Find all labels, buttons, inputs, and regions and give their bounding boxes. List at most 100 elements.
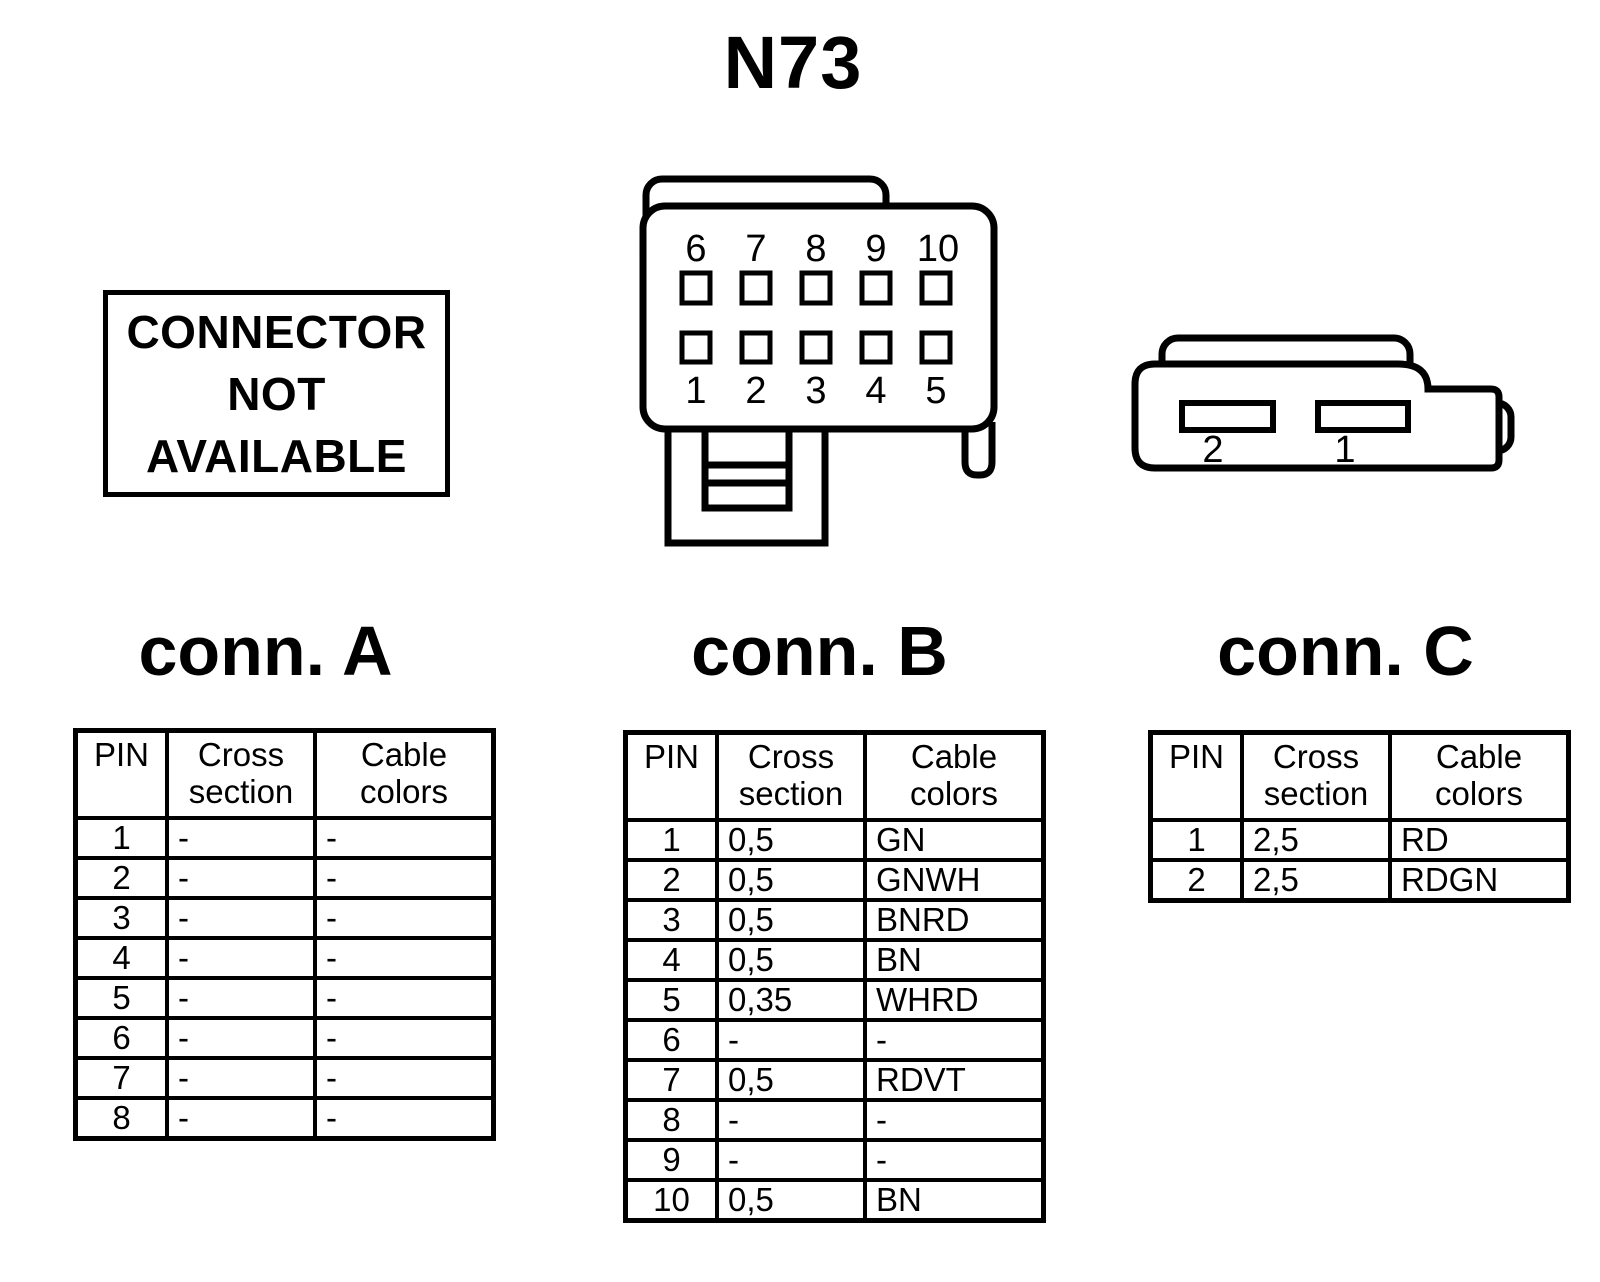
cross-section-cell: - (165, 936, 317, 980)
cross-section-cell: 0,5 (715, 898, 867, 942)
cable-color-cell: - (863, 1138, 1046, 1182)
connector-b-foot (961, 422, 996, 479)
conn-a-title: conn. A (138, 612, 393, 690)
cable-color-cell: - (313, 816, 496, 860)
pin-number: 10 (917, 228, 959, 270)
cable-color-cell: - (863, 1098, 1046, 1142)
table-row: 1-- (73, 816, 496, 860)
cross-section-cell: 0,5 (715, 1178, 867, 1223)
na-line-2: NOT (227, 367, 326, 420)
pin-cell: 6 (73, 1016, 169, 1060)
column-header: Cross section (1240, 730, 1392, 822)
cable-color-cell: - (313, 976, 496, 1020)
cable-color-cell: GNWH (863, 858, 1046, 902)
pin-number: 1 (685, 370, 706, 412)
conn-c-title: conn. C (1217, 612, 1474, 690)
table-row: 8-- (73, 1096, 496, 1141)
table-row: 6-- (623, 1018, 1046, 1062)
cable-color-cell: - (313, 1056, 496, 1100)
pin-cell: 4 (73, 936, 169, 980)
pin-number: 7 (745, 228, 766, 270)
cable-color-cell: BN (863, 1178, 1046, 1223)
pin-cell: 5 (73, 976, 169, 1020)
column-header: Cross section (165, 728, 317, 820)
pin-cell: 8 (73, 1096, 169, 1141)
pin-cell: 3 (623, 898, 719, 942)
cross-section-cell: - (165, 1056, 317, 1100)
column-header: PIN (623, 730, 719, 822)
column-header: Cross section (715, 730, 867, 822)
pin-cell: 7 (623, 1058, 719, 1102)
pin-number: 2 (745, 370, 766, 412)
cable-color-cell: - (313, 936, 496, 980)
conn-b-title: conn. B (691, 612, 948, 690)
slot-number: 2 (1202, 429, 1223, 471)
pin-cell: 8 (623, 1098, 719, 1142)
cable-color-cell: - (313, 1096, 496, 1141)
pin-number: 5 (925, 370, 946, 412)
pin-number: 8 (805, 228, 826, 270)
page-title: N73 (723, 21, 863, 104)
column-header: Cable colors (313, 728, 496, 820)
cross-section-cell: - (715, 1138, 867, 1182)
pin-cell: 7 (73, 1056, 169, 1100)
pin-square (739, 330, 773, 365)
pin-cell: 2 (73, 856, 169, 900)
cable-color-cell: GN (863, 818, 1046, 862)
pin-number: 9 (865, 228, 886, 270)
pin-square (679, 330, 713, 365)
pin-square (799, 270, 833, 306)
cross-section-cell: 0,5 (715, 818, 867, 862)
pin-square (919, 270, 953, 306)
pin-cell: 5 (623, 978, 719, 1022)
cross-section-cell: - (165, 896, 317, 940)
pin-number: 6 (685, 228, 706, 270)
cable-color-cell: BN (863, 938, 1046, 982)
connector-b-body (639, 202, 998, 433)
cable-color-cell: - (313, 1016, 496, 1060)
pin-number: 3 (805, 370, 826, 412)
pin-square (919, 330, 953, 365)
table-row: 5-- (73, 976, 496, 1020)
slot-1 (1315, 400, 1411, 433)
column-header: PIN (73, 728, 169, 820)
pin-cell: 2 (623, 858, 719, 902)
table-row: 2-- (73, 856, 496, 900)
pin-cell: 9 (623, 1138, 719, 1182)
pin-cell: 2 (1148, 858, 1244, 903)
pin-cell: 4 (623, 938, 719, 982)
table-row: 7-- (73, 1056, 496, 1100)
column-header: PIN (1148, 730, 1244, 822)
pin-square (859, 270, 893, 306)
pin-square (799, 330, 833, 365)
slot-number: 1 (1334, 429, 1355, 471)
cross-section-cell: - (165, 856, 317, 900)
pin-square (739, 270, 773, 306)
connector-c-drawing: 2 1 (1131, 334, 1515, 472)
pin-cell: 1 (623, 818, 719, 862)
cable-color-cell: WHRD (863, 978, 1046, 1022)
pin-cell: 6 (623, 1018, 719, 1062)
cable-color-cell: BNRD (863, 898, 1046, 942)
na-line-1: CONNECTOR (126, 305, 427, 358)
table-row: 6-- (73, 1016, 496, 1060)
cross-section-cell: - (715, 1098, 867, 1142)
cable-color-cell: - (313, 896, 496, 940)
cross-section-cell: 0,5 (715, 938, 867, 982)
table-row: 9-- (623, 1138, 1046, 1182)
cross-section-cell: 2,5 (1240, 818, 1392, 862)
table-row: 3-- (73, 896, 496, 940)
